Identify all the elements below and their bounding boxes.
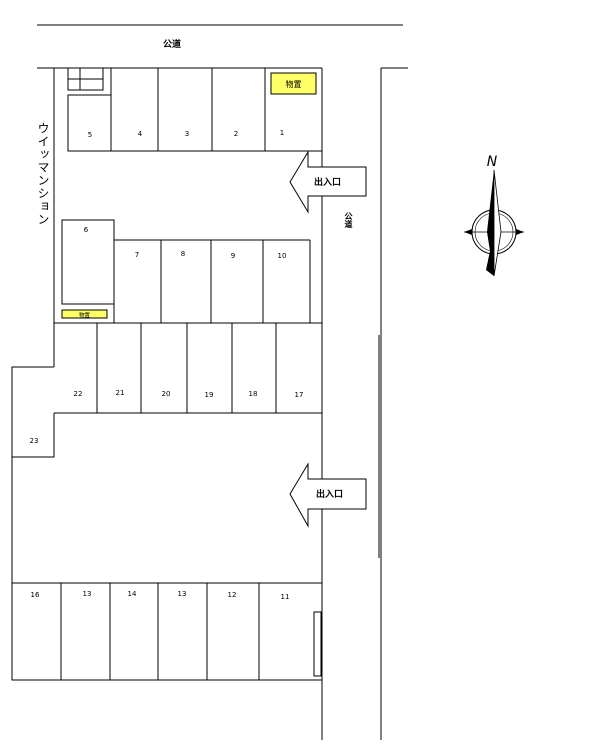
space-label-6: 6 <box>84 226 89 234</box>
space-label-11: 11 <box>281 593 290 601</box>
space-label-5: 5 <box>88 131 92 139</box>
space-label-23: 23 <box>30 437 39 445</box>
space-label-10: 10 <box>278 252 287 260</box>
space-label-18: 18 <box>249 390 258 398</box>
space-label-9: 9 <box>231 252 235 260</box>
space-label-21: 21 <box>116 389 125 397</box>
space-label-13: 13 <box>178 590 187 598</box>
entrance-arrow-bottom <box>289 462 367 528</box>
space-label-14: 14 <box>128 590 137 598</box>
space-label-16: 16 <box>31 591 40 599</box>
space-label-17: 17 <box>295 391 304 399</box>
space-label-1: 1 <box>280 129 284 137</box>
space-label-3: 3 <box>185 130 189 138</box>
space-label-12: 12 <box>228 591 237 599</box>
side-shed <box>313 611 322 677</box>
shed-top <box>270 72 317 95</box>
space-label-8: 8 <box>181 250 185 258</box>
space-label-22: 22 <box>74 390 83 398</box>
space-label-20: 20 <box>162 390 171 398</box>
space-23-box <box>12 413 55 458</box>
shed-small <box>61 309 108 319</box>
road-top-label: 公道 <box>163 38 181 50</box>
space-label-7: 7 <box>135 251 139 259</box>
space-5 <box>67 94 112 152</box>
compass-north-label: N <box>487 154 498 170</box>
space-label-19: 19 <box>205 391 214 399</box>
space-label-2: 2 <box>234 130 238 138</box>
shed-small-label: 物置 <box>79 311 91 319</box>
space-label-4: 4 <box>138 130 143 138</box>
compass-icon <box>464 169 524 277</box>
lot-boundary-lower <box>11 366 322 681</box>
entrance-top-label: 出入口 <box>314 176 341 188</box>
entrance-arrow-top <box>289 150 367 214</box>
shed-top-label: 物置 <box>286 79 302 89</box>
entrance-bottom-label: 出入口 <box>316 488 343 500</box>
space-label-13b: 13 <box>83 590 92 598</box>
road-right-label: 公道 <box>344 212 353 228</box>
building-label: ウイッマンション <box>36 122 50 226</box>
